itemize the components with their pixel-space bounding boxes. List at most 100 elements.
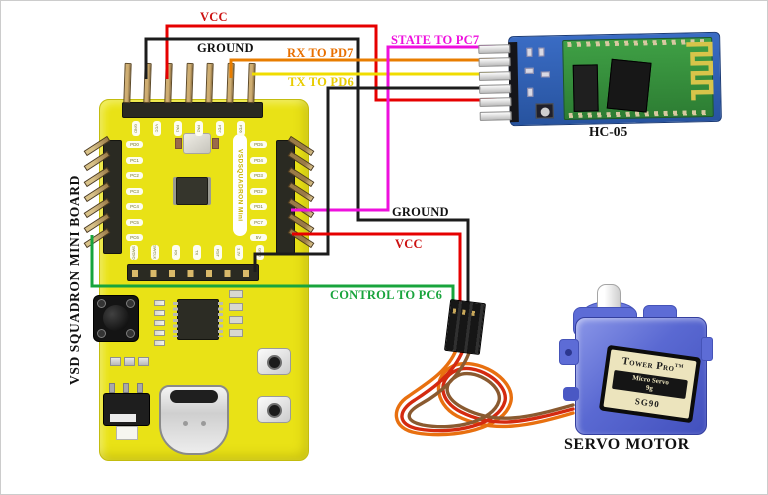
top-pin-header [122,102,263,118]
capacitor [229,303,243,311]
capacitor [138,357,149,366]
pin-label: PD0 [126,141,143,148]
pin-label: PD5 [250,141,267,148]
pin-label: PC6 [126,234,143,241]
servo-label: SERVO MOTOR [564,436,690,453]
hc05-pin-state [478,44,511,54]
smd-component [524,67,534,74]
pin-label: PD3 [250,172,267,179]
regulator-leg [109,383,115,393]
bottom-pin-header [127,264,259,281]
pin-label: PA2 [195,121,203,136]
header-pin [185,62,194,104]
servo-cable-exit [563,387,579,401]
hc05-pin-vcc [479,97,512,107]
header-pin [205,62,214,104]
capacitor [110,357,121,366]
smd-component [540,71,550,78]
capacitor [175,138,182,149]
resistor [154,320,165,326]
resistor [154,340,165,346]
header-pin [123,62,132,104]
wire-label-rx-to-pd7: RX TO PD7 [287,46,354,60]
hc05-pin-base [508,42,519,123]
pin-label: GND [132,121,140,136]
pin-label: PA1 [174,121,182,136]
soic-chip [173,299,223,340]
reset-button[interactable] [257,396,291,423]
capacitor [229,329,243,337]
usb-c-slot [170,390,218,403]
crystal-oscillator [183,133,211,154]
wire-label-vcc-to-hc05: VCC [200,10,228,24]
top-pin-labels: GND VCC PA1 PA2 PD7 PD6 [132,121,245,136]
flash-chip [572,64,599,112]
pin-label: PD7 [216,121,224,136]
pin-label: PC1 [126,156,143,164]
pin-label: RST [214,245,222,260]
smd-component [538,47,545,57]
hc05-pin-txd [478,71,512,81]
pin-label: PC3 [126,187,143,195]
wire-label-state-to-pc7: STATE TO PC7 [391,33,480,47]
wire-label-ground-to-hc05: GROUND [392,205,449,219]
smd-component [526,47,533,57]
pin-label: PD4 [250,156,267,164]
pin-label: 5V [250,234,267,241]
pin-label: TX [193,245,201,260]
pin-label: SWDIO [130,245,138,260]
usb-c-connector[interactable] [159,385,229,455]
bluetooth-chip [606,58,652,113]
wire-label-vcc-to-servo: VCC [395,237,423,251]
boot-button[interactable] [257,348,291,375]
pin-label: PD1 [250,203,267,210]
wire-label-tx-to-pd6: TX TO PD6 [288,75,354,89]
hc05-pin-en [479,111,512,121]
resistor [154,310,165,316]
servo-cable-strand [407,348,575,429]
capacitor [212,138,219,149]
pin-label: GND [256,245,264,260]
header-pin [143,62,152,104]
pin-label: SWCLK [151,245,159,260]
pin-label: VCC [153,121,161,136]
capacitor [229,316,243,324]
pin-label: 3.3V [235,245,243,260]
capacitor [229,290,243,298]
regulator-leg [123,383,129,393]
bottom-pin-labels: SWDIO SWCLK RX TX RST 3.3V GND [130,245,264,260]
pin-label: PC5 [126,218,143,226]
wire-state-to-pc7 [291,45,501,212]
servo-mount-flange-left [559,339,579,365]
antenna-trace [686,41,714,101]
pin-label: PD6 [237,121,245,136]
smd-component [116,426,138,440]
pin-label: PC4 [126,203,143,210]
hc05-button[interactable] [535,103,554,119]
servo-mount-flange-right [701,337,713,361]
reset-push-button[interactable] [93,295,139,342]
pin-label: PC7 [250,218,267,226]
header-pin [226,62,235,104]
regulator-leg [137,383,143,393]
pin-label: PC2 [126,172,143,179]
hc05-pin-rxd [478,57,511,67]
voltage-regulator [103,393,150,426]
board-title: VSD SQUADRON MINI BOARD [67,175,82,385]
solder-pads [132,270,254,277]
pin-label: PD2 [250,187,267,195]
smd-component [527,87,534,97]
servo-cable-strand [400,348,575,433]
wire-rx-to-pd7 [229,58,501,78]
button-cap [103,305,129,331]
wire-label-control-to-pc6: CONTROL TO PC6 [330,288,443,302]
hc05-label: HC-05 [589,124,628,139]
wire-vcc-to-servo [292,232,462,319]
pin-label: RX [172,245,180,260]
